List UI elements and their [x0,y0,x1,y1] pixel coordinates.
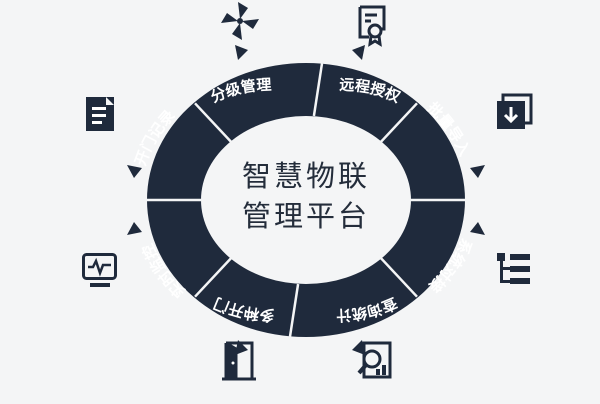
certificate-icon [358,5,386,47]
door-icon [222,341,256,381]
center-title-line2: 管理平台 [242,199,370,233]
org-chart-icon [497,253,530,284]
ring-band [146,62,465,338]
center-title-line1: 智慧物联 [242,159,370,193]
ring-separators [147,63,465,337]
pinwheel-icon [221,2,259,40]
import-download-icon [497,93,533,129]
document-list-icon [86,97,114,131]
ring-arrow-notches [127,45,485,355]
search-report-icon [357,341,392,379]
monitor-icon [82,253,117,287]
